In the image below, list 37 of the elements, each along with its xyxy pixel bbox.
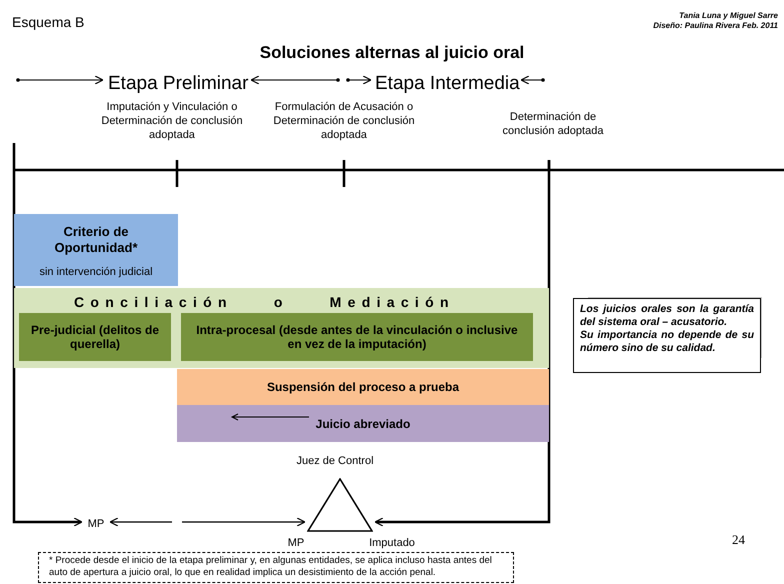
footnote-box: [38, 552, 514, 583]
party-text: MP: [88, 516, 104, 532]
triangle-shape: [307, 478, 373, 532]
box-text: Pre-judicial (delitos de querella): [30, 323, 160, 351]
label-text: 24: [732, 531, 745, 549]
label-text: Tania Luna y Miguel Sarre: [679, 10, 778, 22]
vertex-label: MP: [288, 536, 304, 551]
label-text: Imputación y Vinculación o Determinación de conclusión adoptada: [100, 100, 244, 142]
label-text: Diseño: Paulina Rivera Feb. 2011: [653, 20, 778, 32]
arrow: [182, 517, 306, 527]
label-text: Etapa Intermedia: [375, 72, 520, 96]
box-text: Intra-procesal (desde antes de la vinculación o inclusive en vez de la imputación): [195, 323, 519, 351]
band-heading: Conciliación o Mediación: [74, 293, 456, 312]
note-text: Su importancia no depende de su número sino de su calidad.: [580, 329, 754, 355]
diagram-title: Soluciones alternas al juicio oral: [258, 42, 526, 64]
box-text: Juicio abreviado: [314, 416, 412, 430]
criterion-box: [14, 214, 178, 286]
box-subtext: sin intervención judicial: [39, 265, 153, 280]
note-box: [573, 298, 761, 373]
label-text: Determinación de conclusión adoptada: [502, 110, 604, 138]
footnote-text: * Procede desde el inicio de la etapa preliminar y, en algunas entidades, se aplica incluso hasta antes del auto de apertura a juicio oral, lo que en realidad implica un desistimiento de la acción penal.: [49, 555, 493, 579]
vertex-label: Juez de Control: [296, 454, 374, 469]
stage-box: [181, 313, 533, 361]
label-text: Etapa Preliminar: [108, 72, 248, 96]
arrow: [12, 170, 83, 527]
mediation-band: [14, 288, 549, 368]
process-bar: [177, 405, 549, 442]
vertex-label: Imputado: [369, 536, 415, 551]
process-bar: [177, 369, 549, 405]
stage-box: [19, 313, 171, 361]
box-heading: Criterio de Oportunidad*: [53, 224, 139, 256]
arrow: [109, 517, 172, 527]
note-text: Los juicios orales son la garantía del sistema oral – acusatorio.: [580, 303, 754, 329]
label-text: Esquema B: [12, 13, 84, 32]
box-text: Suspensión del proceso a prueba: [266, 380, 460, 394]
arrow: [374, 160, 550, 527]
label-text: Formulación de Acusación o Determinación de conclusión adoptada: [272, 100, 416, 142]
